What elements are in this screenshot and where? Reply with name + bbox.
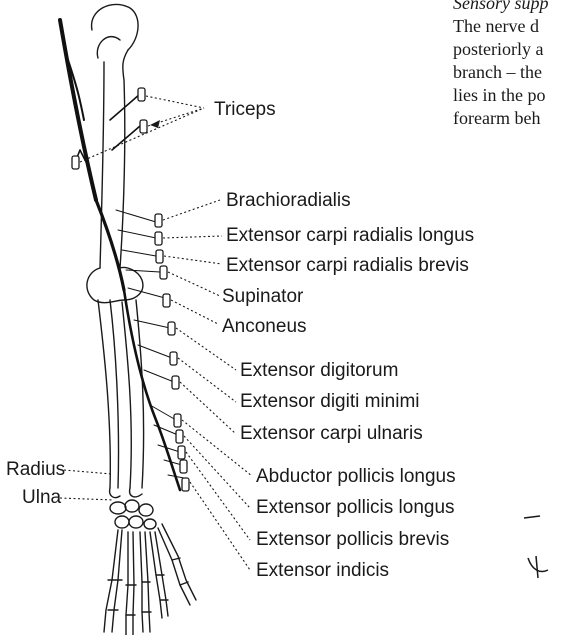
label-abductor-pollicis-longus: Abductor pollicis longus	[256, 466, 456, 488]
partial-figure-fragment	[524, 516, 548, 578]
triceps-arrow	[150, 120, 160, 128]
label-extensor-digitorum: Extensor digitorum	[240, 360, 398, 382]
label-radius: Radius	[6, 459, 65, 481]
label-extensor-indicis: Extensor indicis	[256, 560, 389, 582]
body-text-line: posteriorly a	[453, 38, 543, 60]
forearm-bones	[98, 300, 144, 498]
label-extensor-carpi-radialis-brevis: Extensor carpi radialis brevis	[226, 255, 469, 277]
label-ulna: Ulna	[22, 487, 61, 509]
label-triceps: Triceps	[214, 99, 276, 121]
body-text-line: Sensory supp	[453, 0, 549, 14]
label-extensor-carpi-radialis-longus: Extensor carpi radialis longus	[226, 225, 474, 247]
hand-bones	[104, 524, 196, 635]
radial-nerve	[60, 20, 184, 490]
body-text-line: forearm beh	[453, 107, 540, 129]
label-supinator: Supinator	[222, 286, 303, 308]
label-extensor-pollicis-brevis: Extensor pollicis brevis	[256, 529, 449, 551]
label-anconeus: Anconeus	[222, 316, 307, 338]
body-text-fragment: Sensory supp The nerve d posteriorly a b…	[450, 0, 562, 200]
carpal-bones	[110, 500, 156, 529]
label-extensor-carpi-ulnaris: Extensor carpi ulnaris	[240, 423, 423, 445]
body-text-line: lies in the po	[453, 84, 546, 106]
body-text-line: branch – the	[453, 61, 542, 83]
label-extensor-digiti-minimi: Extensor digiti minimi	[240, 391, 420, 413]
label-brachioradialis: Brachioradialis	[226, 190, 351, 212]
label-extensor-pollicis-longus: Extensor pollicis longus	[256, 497, 455, 519]
body-text-line: The nerve d	[453, 15, 539, 37]
